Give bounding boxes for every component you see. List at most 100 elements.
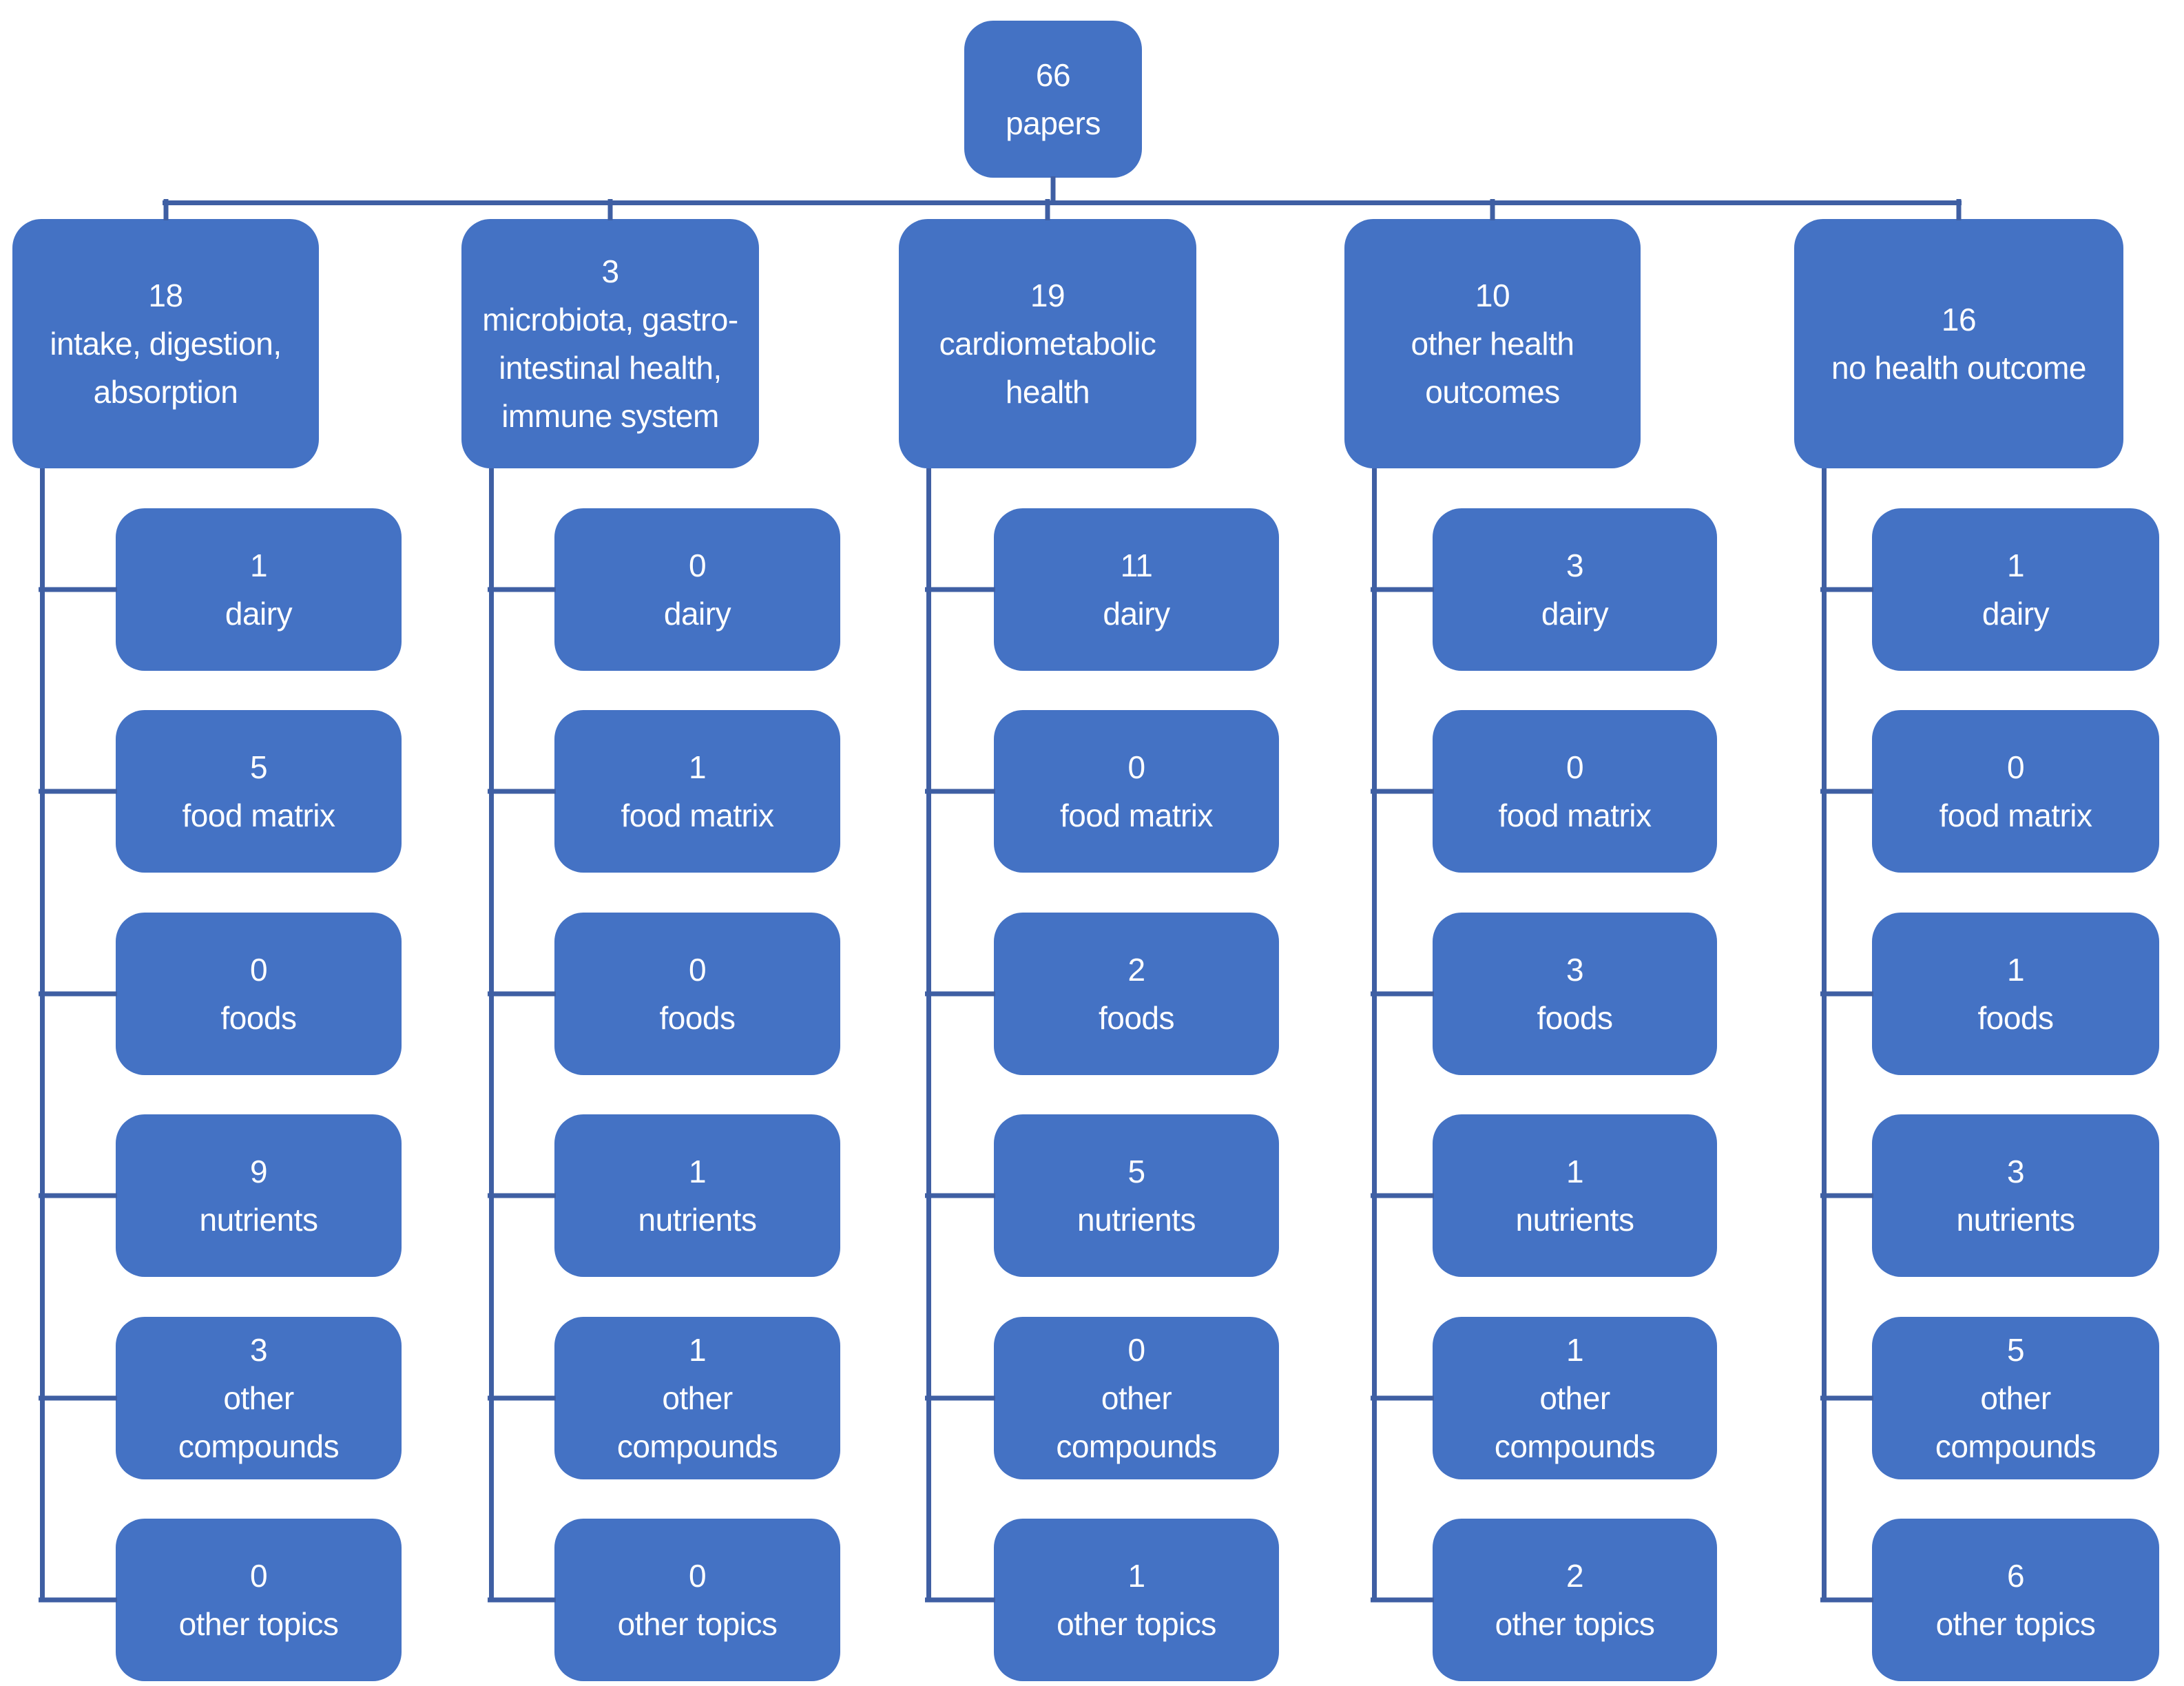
topic-count: 0 [1127,1332,1145,1368]
topic-node-other-compounds: 0 other compounds [994,1317,1279,1479]
topic-count: 5 [249,749,268,785]
category-count: 16 [1941,302,1977,337]
topic-node-food-matrix: 5 food matrix [116,710,402,873]
root-node: 66 papers [964,21,1142,178]
topic-node-other-compounds: 5 other compounds [1872,1317,2159,1479]
topic-count: 0 [2006,749,2025,785]
category-label: microbiota, gastro- intestinal health, i… [482,302,738,434]
topic-node-other-topics: 6 other topics [1872,1519,2159,1681]
category-count: 10 [1475,278,1510,313]
topic-label: nutrients [638,1202,757,1238]
topic-label: nutrients [1077,1202,1196,1238]
topic-node-other-compounds: 1 other compounds [554,1317,840,1479]
topic-count: 1 [2006,548,2025,583]
topic-node-dairy: 1 dairy [116,508,402,671]
topic-node-nutrients: 9 nutrients [116,1114,402,1277]
topic-count: 0 [1566,749,1584,785]
topic-label: nutrients [1956,1202,2075,1238]
topic-label: other compounds [178,1380,340,1464]
topic-label: dairy [225,596,293,632]
topic-node-foods: 3 foods [1433,913,1717,1075]
topic-node-foods: 2 foods [994,913,1279,1075]
category-count: 3 [601,253,619,289]
topic-node-other-topics: 0 other topics [116,1519,402,1681]
connector-spine [40,468,45,1600]
category-count: 18 [148,278,183,313]
topic-count: 0 [688,952,707,988]
topic-label: food matrix [1498,798,1652,833]
topic-count: 1 [688,1332,707,1368]
topic-node-nutrients: 1 nutrients [1433,1114,1717,1277]
topic-node-food-matrix: 1 food matrix [554,710,840,873]
root-count: 66 [1035,57,1071,93]
connector-spine [1372,468,1377,1600]
topic-node-dairy: 1 dairy [1872,508,2159,671]
category-label: no health outcome [1831,350,2087,386]
topic-node-other-compounds: 1 other compounds [1433,1317,1717,1479]
topic-label: other topics [1057,1606,1216,1642]
topic-label: foods [1537,1000,1613,1036]
connector-spine [1822,468,1827,1600]
topic-count: 0 [688,1558,707,1594]
topic-label: dairy [1541,596,1609,632]
topic-label: dairy [1103,596,1170,632]
category-node-other-health-outcomes: 10 other health outcomes [1344,219,1641,468]
topic-count: 2 [1566,1558,1584,1594]
connector-spine [926,468,931,1600]
category-label: cardiometabolic health [939,326,1156,410]
topic-node-nutrients: 1 nutrients [554,1114,840,1277]
topic-node-other-topics: 1 other topics [994,1519,1279,1681]
topic-label: nutrients [199,1202,318,1238]
topic-count: 0 [688,548,707,583]
topic-count: 1 [1127,1558,1145,1594]
topic-count: 1 [688,1154,707,1189]
topic-label: dairy [663,596,731,632]
topic-label: nutrients [1515,1202,1634,1238]
category-node-no-health-outcome: 16 no health outcome [1794,219,2123,468]
topic-node-other-topics: 0 other topics [554,1519,840,1681]
topic-label: foods [1098,1000,1175,1036]
topic-count: 3 [2006,1154,2025,1189]
connector-trunk [163,200,1962,205]
topic-node-other-compounds: 3 other compounds [116,1317,402,1479]
topic-count: 2 [1127,952,1145,988]
topic-count: 1 [1566,1332,1584,1368]
topic-label: food matrix [1939,798,2092,833]
topic-node-foods: 0 foods [116,913,402,1075]
category-label: intake, digestion, absorption [50,326,282,410]
topic-count: 3 [1566,548,1584,583]
topic-count: 9 [249,1154,268,1189]
topic-label: dairy [1982,596,2050,632]
category-node-microbiota-gi-immune: 3 microbiota, gastro- intestinal health,… [461,219,759,468]
topic-node-nutrients: 3 nutrients [1872,1114,2159,1277]
topic-count: 3 [1566,952,1584,988]
category-label: other health outcomes [1411,326,1574,410]
topic-label: other compounds [616,1380,778,1464]
topic-count: 1 [688,749,707,785]
topic-node-foods: 1 foods [1872,913,2159,1075]
topic-label: other topics [1935,1606,2096,1642]
category-node-cardiometabolic-health: 19 cardiometabolic health [899,219,1196,468]
topic-label: other compounds [1494,1380,1656,1464]
topic-node-dairy: 3 dairy [1433,508,1717,671]
topic-label: other topics [1495,1606,1655,1642]
topic-count: 6 [2006,1558,2025,1594]
topic-node-food-matrix: 0 food matrix [1872,710,2159,873]
category-count: 19 [1030,278,1065,313]
topic-label: food matrix [621,798,774,833]
category-node-intake-digestion-absorption: 18 intake, digestion, absorption [12,219,319,468]
topic-node-other-topics: 2 other topics [1433,1519,1717,1681]
topic-label: other topics [178,1606,339,1642]
topic-count: 1 [2006,952,2025,988]
topic-label: food matrix [182,798,335,833]
topic-count: 5 [1127,1154,1145,1189]
topic-node-food-matrix: 0 food matrix [994,710,1279,873]
topic-label: other compounds [1935,1380,2097,1464]
topic-count: 1 [1566,1154,1584,1189]
topic-label: foods [220,1000,297,1036]
topic-count: 0 [1127,749,1145,785]
topic-node-dairy: 0 dairy [554,508,840,671]
topic-count: 5 [2006,1332,2025,1368]
topic-count: 3 [249,1332,268,1368]
topic-count: 11 [1120,548,1153,583]
